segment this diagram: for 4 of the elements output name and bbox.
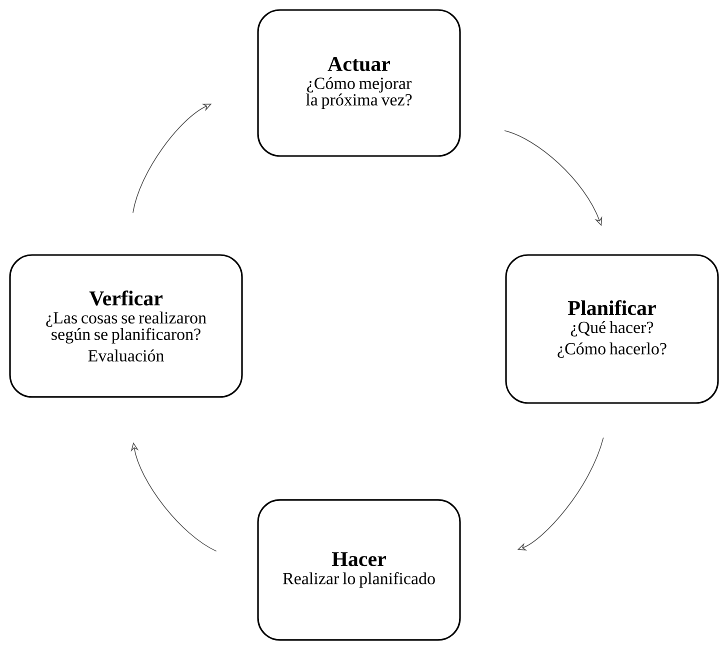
process-box: Planificar ¿Qué hacer? ¿Cómo hacerlo? bbox=[505, 254, 719, 404]
process-box: Hacer Realizar lo planificado bbox=[257, 499, 461, 641]
process-box: Verficar ¿Las cosas se realizaron según se planificaron? Evaluación bbox=[9, 254, 243, 398]
process-box: Actuar ¿Cómo mejorar la próxima vez? bbox=[257, 9, 461, 157]
